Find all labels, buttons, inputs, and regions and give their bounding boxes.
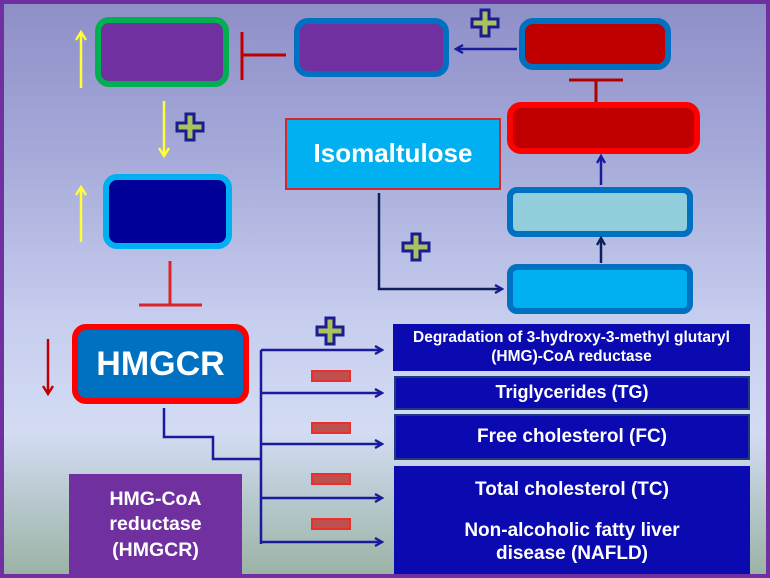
activation-arrow: [377, 193, 502, 289]
outcome-label: Total cholesterol (TC): [475, 478, 669, 500]
outcome-label: Non-alcoholic fatty liver disease (NAFLD…: [464, 520, 680, 564]
minus-icon: [311, 518, 351, 530]
inhibition-connector: [139, 261, 202, 307]
hmgcr-box: HMGCR: [72, 324, 249, 404]
outcome-label: Triglycerides (TG): [495, 382, 649, 403]
isomaltulose-label: Isomaltulose: [313, 138, 473, 169]
plus-icon: [470, 8, 500, 38]
outcome-box-triglycerides: Triglycerides (TG): [394, 376, 750, 410]
minus-icon: [311, 422, 351, 434]
minus-icon: [311, 370, 351, 382]
outcome-label: Degradation of 3-hydroxy-3-methyl glutar…: [413, 328, 730, 365]
node-navy: [103, 174, 232, 249]
outcome-box-total-cholesterol: Total cholesterol (TC): [394, 466, 750, 514]
outcome-label: Free cholesterol (FC): [476, 425, 668, 447]
isomaltulose-box: Isomaltulose: [285, 118, 501, 190]
inhibition-connector: [240, 32, 286, 80]
node-cyan: [507, 264, 693, 314]
node-blue-purple: [294, 18, 449, 77]
inhibition-connector: [569, 78, 623, 102]
plus-icon: [401, 232, 431, 262]
plus-icon: [175, 112, 205, 142]
outcome-box-hmgcr-degradation: Degradation of 3-hydroxy-3-methyl glutar…: [393, 324, 750, 371]
legend-hmgcr-abbreviation: HMG-CoA reductase (HMGCR): [69, 474, 242, 574]
hmgcr-label: HMGCR: [96, 344, 225, 383]
legend-label: HMG-CoA reductase (HMGCR): [109, 487, 202, 561]
node-red-red: [507, 102, 700, 154]
outcome-box-free-cholesterol: Free cholesterol (FC): [394, 414, 750, 460]
plus-icon: [315, 316, 345, 346]
node-green-purple: [95, 17, 229, 87]
minus-icon: [311, 473, 351, 485]
outcome-box-nafld: Non-alcoholic fatty liver disease (NAFLD…: [394, 510, 750, 574]
node-light-blue: [507, 187, 693, 237]
node-blue-red: [519, 18, 671, 70]
